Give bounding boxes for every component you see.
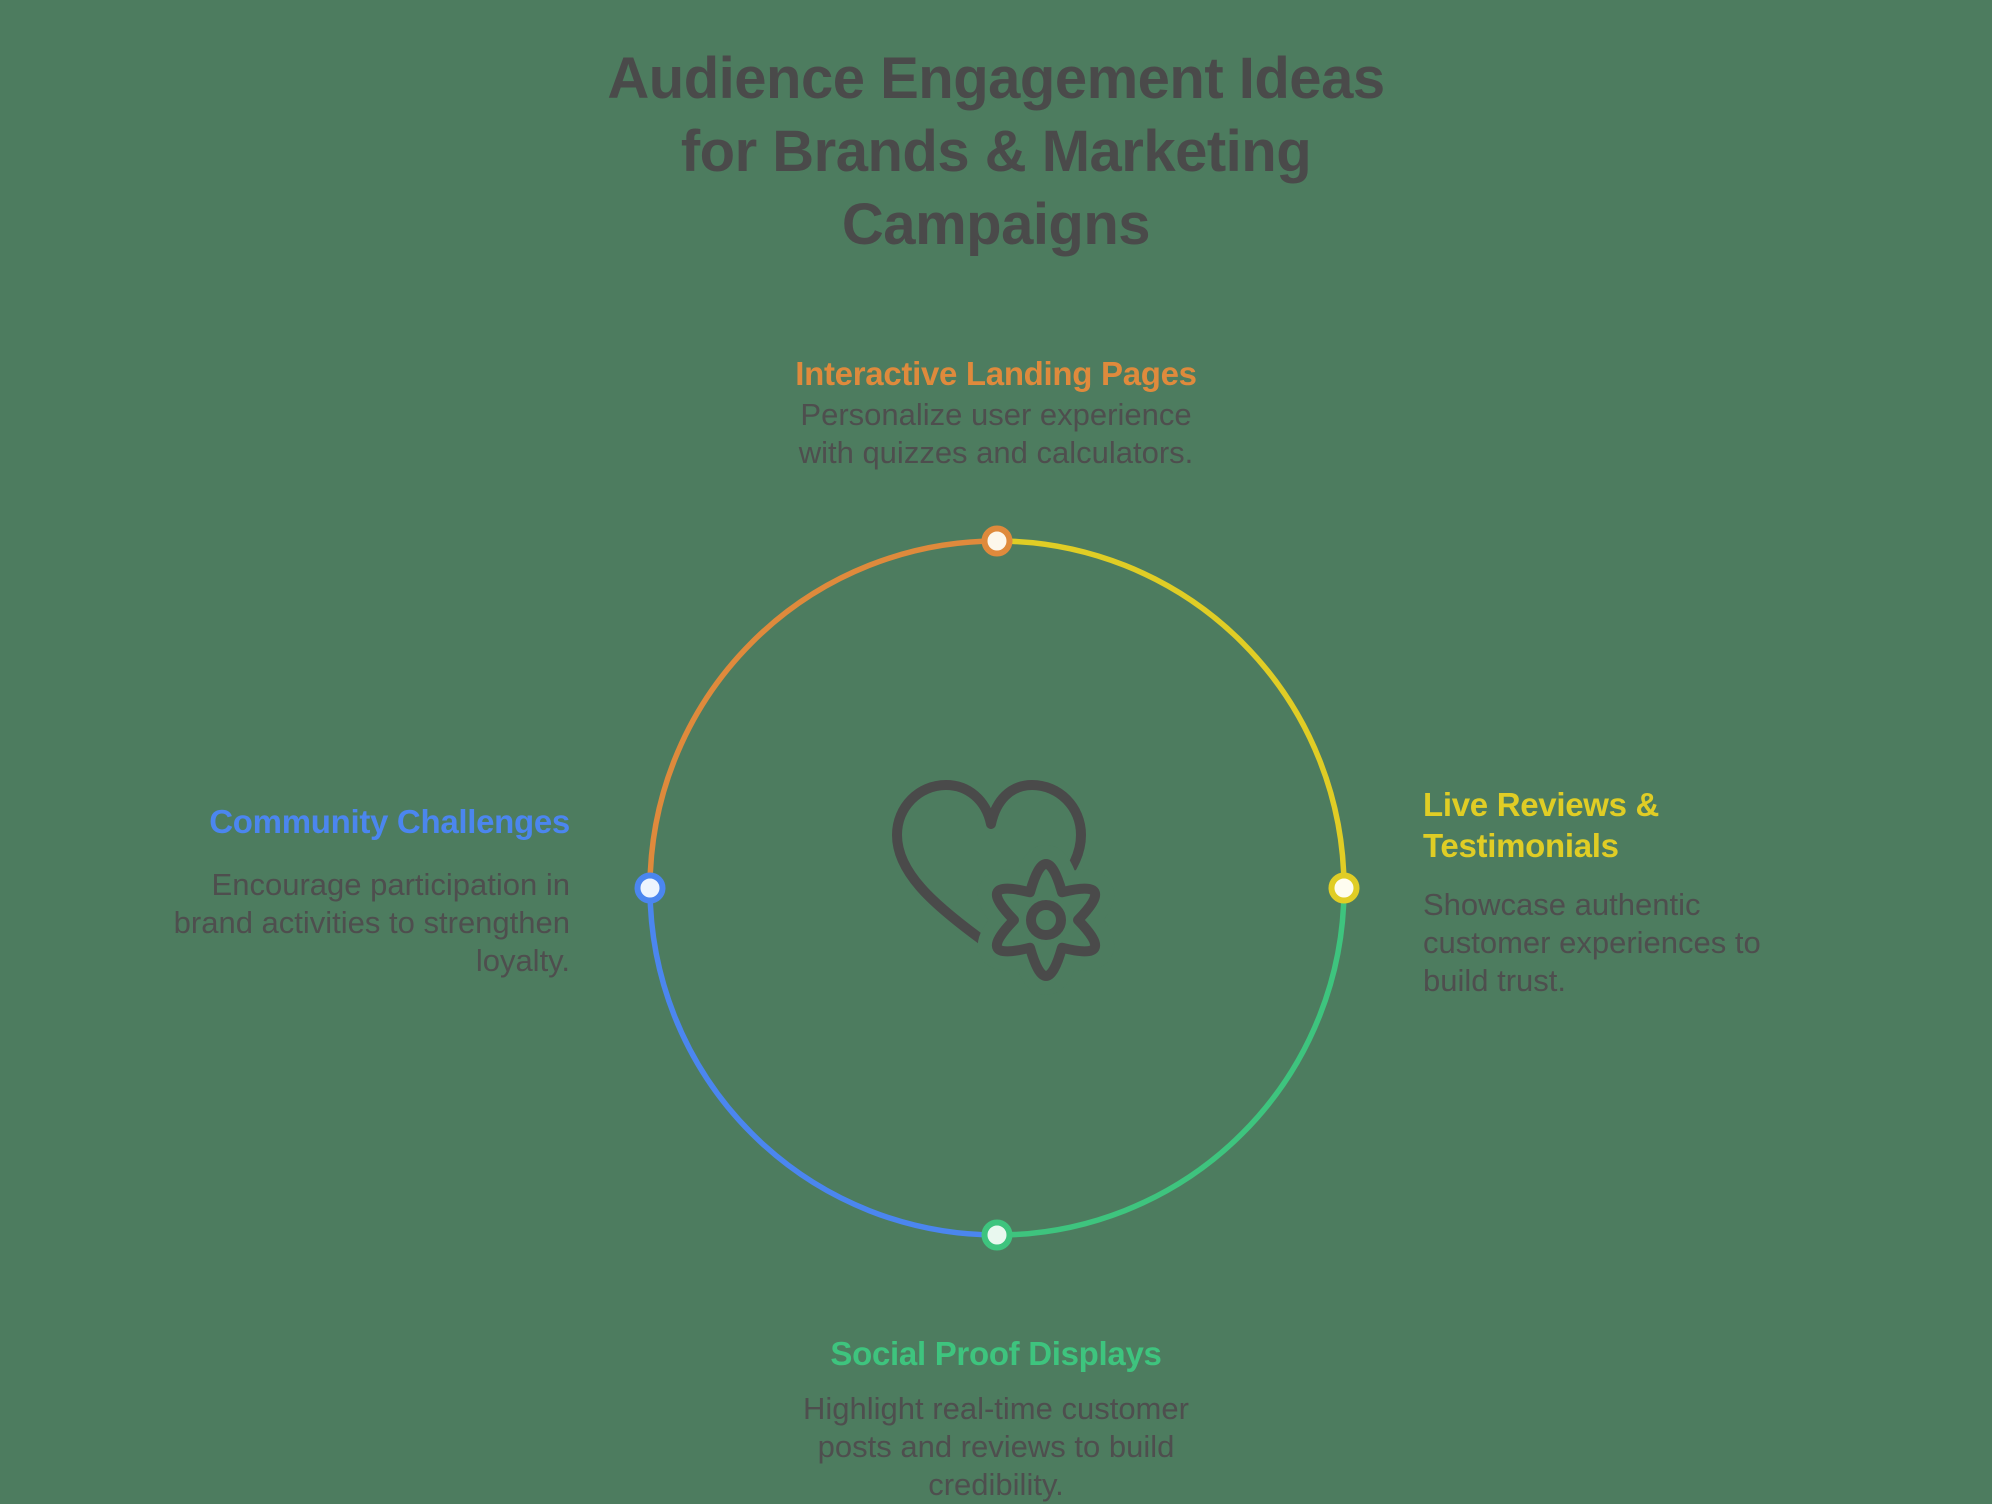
arc-top-right-yellow (994, 538, 1347, 891)
section-bottom-heading: Social Proof Displays (830, 1335, 1162, 1372)
section-right-desc-line-2: customer experiences to (1423, 925, 1761, 960)
section-right-heading: Live Reviews & Testimonials (1423, 784, 1793, 866)
heart-gear-icon (892, 780, 1114, 995)
page-title-line-1: Audience Engagement Ideas (607, 46, 1385, 111)
section-left-description: Encourage participation in brand activit… (90, 866, 570, 980)
section-right-desc-line-3: build trust. (1423, 963, 1567, 998)
section-right-desc-line-1: Showcase authentic (1423, 887, 1701, 922)
section-bottom-description: Highlight real-time customer posts and r… (0, 1390, 1992, 1504)
section-right-heading-line-1: Live Reviews & (1423, 786, 1660, 823)
section-bottom-desc-line-3: credibility. (928, 1467, 1064, 1502)
arc-top-left-orange (647, 538, 1000, 891)
section-bottom-desc-line-1: Highlight real-time customer (803, 1391, 1189, 1426)
section-top-description: Personalize user experience with quizzes… (0, 396, 1992, 472)
section-left-heading: Community Challenges (209, 803, 570, 840)
section-left-desc-line-2: brand activities to strengthen (173, 905, 570, 940)
section-left-desc-line-3: loyalty. (475, 943, 570, 978)
section-right-description: Showcase authentic customer experiences … (1423, 886, 1793, 1000)
section-top-desc-line-1: Personalize user experience (800, 397, 1192, 432)
node-left (634, 872, 666, 904)
arc-bottom-right-green (994, 885, 1347, 1238)
node-top (981, 525, 1013, 557)
section-top-desc-line-2: with quizzes and calculators. (798, 435, 1194, 470)
gear-center-hole (1026, 900, 1066, 940)
section-live-reviews-testimonials: Live Reviews & Testimonials Showcase aut… (1423, 784, 1793, 1000)
section-bottom-desc-line-2: posts and reviews to build (817, 1429, 1175, 1464)
section-left-desc-line-1: Encourage participation in (211, 867, 570, 902)
section-social-proof-displays: Social Proof Displays Highlight real-tim… (0, 1334, 1992, 1504)
gear-icon (991, 859, 1101, 981)
arc-bottom-left-blue (647, 885, 1000, 1238)
page-title: Audience Engagement Ideas for Brands & M… (0, 42, 1992, 261)
section-top-heading: Interactive Landing Pages (795, 355, 1197, 392)
section-community-challenges: Community Challenges Encourage participa… (90, 802, 571, 980)
node-bottom (981, 1219, 1013, 1251)
section-interactive-landing-pages: Interactive Landing Pages Personalize us… (0, 354, 1992, 472)
page-title-line-3: Campaigns (841, 192, 1151, 257)
node-right (1328, 872, 1360, 904)
page-title-line-2: for Brands & Marketing (680, 119, 1312, 184)
section-right-heading-line-2: Testimonials (1423, 827, 1619, 864)
